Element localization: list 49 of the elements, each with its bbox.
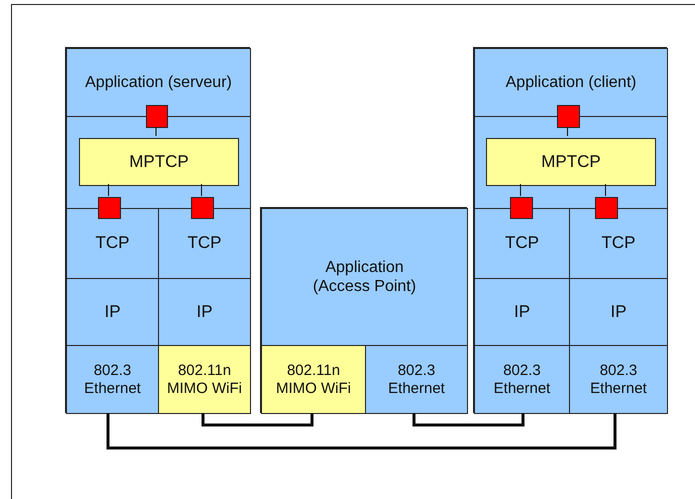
port-square bbox=[595, 197, 618, 219]
layer-label: IP bbox=[104, 302, 121, 322]
layer-cell bbox=[66, 48, 251, 117]
layer-label: 802.3 Ethernet bbox=[387, 362, 446, 398]
port-square bbox=[510, 197, 533, 219]
connector-line bbox=[605, 184, 606, 196]
connector-line bbox=[567, 126, 568, 136]
connector-line bbox=[520, 184, 521, 196]
layer-label: IP bbox=[514, 302, 530, 322]
layer-cell bbox=[158, 345, 251, 414]
layer-label: IP bbox=[196, 302, 213, 322]
protocol-stack bbox=[260, 207, 467, 413]
layer-cell bbox=[66, 116, 251, 209]
protocol-box bbox=[486, 138, 656, 186]
port-square bbox=[557, 105, 580, 128]
layer-label: TCP bbox=[505, 233, 539, 254]
protocol-box bbox=[79, 138, 239, 186]
cable-line bbox=[106, 413, 616, 450]
cable-line bbox=[412, 413, 524, 426]
layer-label: MPTCP bbox=[541, 152, 601, 172]
layer-label: Application (Access Point) bbox=[312, 258, 418, 296]
protocol-stack bbox=[473, 47, 667, 413]
layer-label: 802.3 Ethernet bbox=[589, 362, 648, 398]
connector-line bbox=[201, 184, 202, 196]
port-square bbox=[146, 105, 168, 128]
layer-label: 802.11n MIMO WiFi bbox=[275, 362, 352, 398]
port-square bbox=[191, 197, 214, 219]
layer-label: IP bbox=[610, 302, 627, 322]
layer-cell bbox=[66, 345, 159, 414]
port-square bbox=[98, 197, 121, 219]
layer-cell bbox=[261, 345, 366, 414]
layer-label: Application (client) bbox=[506, 72, 636, 92]
layer-cell bbox=[569, 345, 668, 414]
protocol-stack bbox=[65, 47, 250, 413]
layer-cell bbox=[474, 345, 570, 414]
layer-cell bbox=[261, 208, 468, 346]
connector-line bbox=[108, 184, 109, 196]
layer-label: MPTCP bbox=[129, 152, 189, 172]
layer-label: 802.3 Ethernet bbox=[83, 362, 142, 398]
layer-label: TCP bbox=[96, 233, 130, 254]
cable-line bbox=[202, 413, 314, 426]
layer-cell bbox=[474, 48, 668, 117]
layer-label: TCP bbox=[602, 233, 636, 254]
layer-label: 802.11n MIMO WiFi bbox=[166, 362, 243, 398]
layer-label: Application (serveur) bbox=[85, 72, 232, 92]
layer-cell bbox=[474, 116, 668, 209]
layer-cell bbox=[365, 345, 468, 414]
layer-label: TCP bbox=[188, 233, 222, 254]
layer-label: 802.3 Ethernet bbox=[492, 362, 552, 398]
